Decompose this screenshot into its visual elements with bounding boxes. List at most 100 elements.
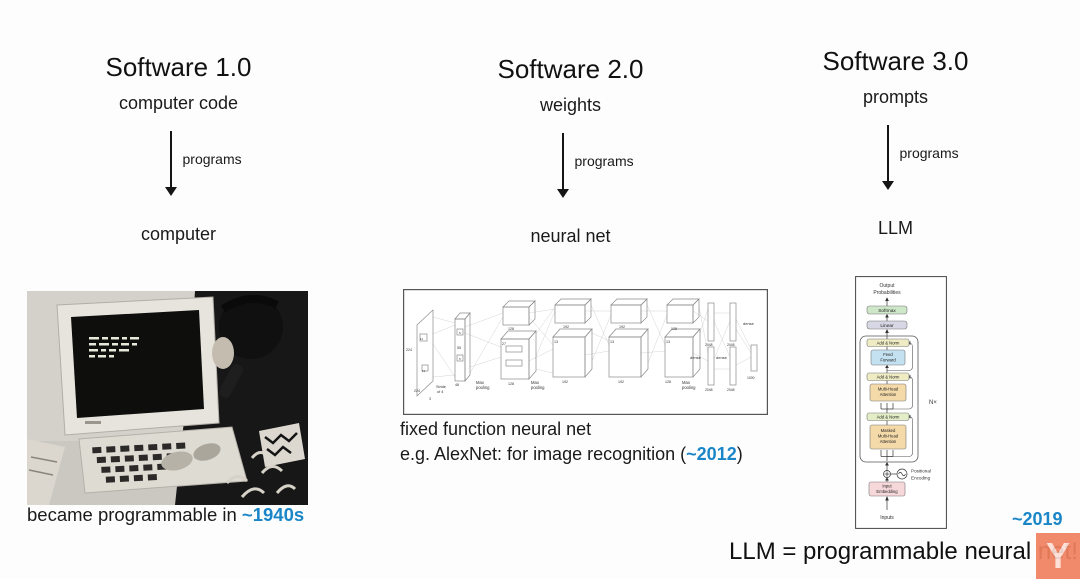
dim-label: 1000 [747,376,755,380]
caption-text: became programmable in [27,504,242,525]
flow-input-label: computer code [118,93,239,113]
dim-label: 224 [414,389,420,393]
softmax-box [866,305,908,315]
dense-label: dense [716,355,728,360]
dim-label: 11 [422,369,425,373]
dense-label: dense [743,321,755,326]
inputs-label: Inputs [880,515,894,521]
decoder-block-outline [859,335,919,463]
dim-label: 27 [502,342,506,346]
phone-handset [219,364,243,398]
person [161,295,305,499]
arrow-shaft [886,125,889,183]
positional-encoding-label: Encoding [911,476,931,481]
flow-input-label: prompts [862,87,929,107]
flow-output-label: computer [140,224,217,244]
feed-forward-label: Forward [880,358,896,363]
masked-mha-label: Multi-Head [878,434,899,439]
dim-label: 128 [508,382,514,386]
screen-text [89,337,139,358]
positional-encoding-label: Positional [911,469,931,474]
alexnet-caption-line2: e.g. AlexNet: for image recognition (~20… [400,442,743,467]
add-norm-label: Add & Norm [877,414,900,419]
add-norm-box [866,372,910,381]
watermark-letter: Y [1045,535,1070,576]
column-software-1: Software 1.0 computer code programs comp… [38,52,319,245]
max-pooling-label: Max [476,380,485,385]
dim-label: 2048 [727,343,735,347]
input-embedding-label: Input [882,484,892,489]
feed-forward-box [870,349,906,366]
dim-label: 13 [554,340,558,344]
flow-output-label: neural net [530,226,611,246]
max-pooling-label: pooling [531,385,545,390]
dim-label: 192 [563,325,569,329]
caption-text: e.g. AlexNet: for image recognition ( [400,444,687,464]
feed-forward-label: Feed [883,352,893,357]
dim-label: 128 [508,327,514,331]
masked-mha-box [869,424,907,450]
dim-label: 48 [455,383,459,387]
arrow-head [556,189,569,198]
flow-output-label: LLM [877,218,913,238]
max-pooling-label: Max [531,380,540,385]
dim-label: 11 [420,337,423,341]
flow-arrow-label: programs [899,145,959,161]
dim-label: 5 [459,357,461,361]
stride-label: of 4 [437,390,443,394]
caption-text: ) [736,444,743,464]
output-probabilities-label: Output [879,283,895,289]
dim-label: 2048 [705,388,713,392]
flow-arrow-label: programs [182,151,242,167]
dim-label: 192 [618,380,624,384]
dense-label: dense [690,355,702,360]
alexnet-caption: fixed function neural net e.g. AlexNet: … [400,417,743,467]
max-pooling-label: pooling [682,385,696,390]
dim-label: 13 [666,340,670,344]
input-embedding-box [868,481,906,497]
connection-mesh [432,304,752,378]
transformer-diagram: Output Probabilities [855,276,947,529]
dim-label: 224 [406,348,412,352]
column-software-2: Software 2.0 weights programs neural net [430,54,711,247]
input-embedding-label: Embedding [876,489,898,494]
stride-label: Stride [436,385,446,389]
down-arrow-icon: programs [430,133,711,199]
dim-label: 2048 [727,388,735,392]
arrow-shaft [169,131,172,189]
add-norm-box [866,338,910,347]
mha-label: Attention [880,392,897,397]
n-times-label: N× [929,400,937,406]
dim-label: 2048 [705,343,713,347]
mha-label: Multi-Head [878,387,899,392]
llm-equation: LLM = programmable neural net! [729,538,1078,565]
dim-label: 3 [429,397,431,401]
year-1940s: ~1940s [241,504,305,525]
dim-label: 192 [562,380,568,384]
youtube-watermark[interactable]: Y [1036,533,1080,579]
alexnet-caption-line1: fixed function neural net [400,419,592,439]
arrow-head [164,187,177,196]
alexnet-labels: 224 224 11 11 3 Stride of 4 55 5 5 48 Ma… [406,321,755,401]
max-pooling-label: pooling [476,385,490,390]
alexnet-diagram: 224 224 11 11 3 Stride of 4 55 5 5 48 Ma… [403,289,768,415]
positional-encoding-icon [883,468,908,480]
add-norm-box [866,412,910,421]
dim-label: 128 [665,380,671,384]
masked-mha-label: Masked [881,428,896,433]
down-arrow-icon: programs [38,131,319,197]
dim-label: 192 [619,325,625,329]
column-title: Software 3.0 [822,46,969,76]
dim-label: 13 [610,340,614,344]
output-probabilities-label: Probabilities [873,290,901,296]
crt-monitor [56,296,220,436]
add-norm-label: Add & Norm [877,374,900,379]
softmax-label: Softmax [878,308,896,314]
dim-label: 5 [459,331,461,335]
arrow-head [881,181,894,190]
down-arrow-icon: programs [755,125,1036,191]
linear-box [866,320,908,330]
year-2012: ~2012 [686,444,737,464]
vintage-computer-photo [27,291,308,505]
